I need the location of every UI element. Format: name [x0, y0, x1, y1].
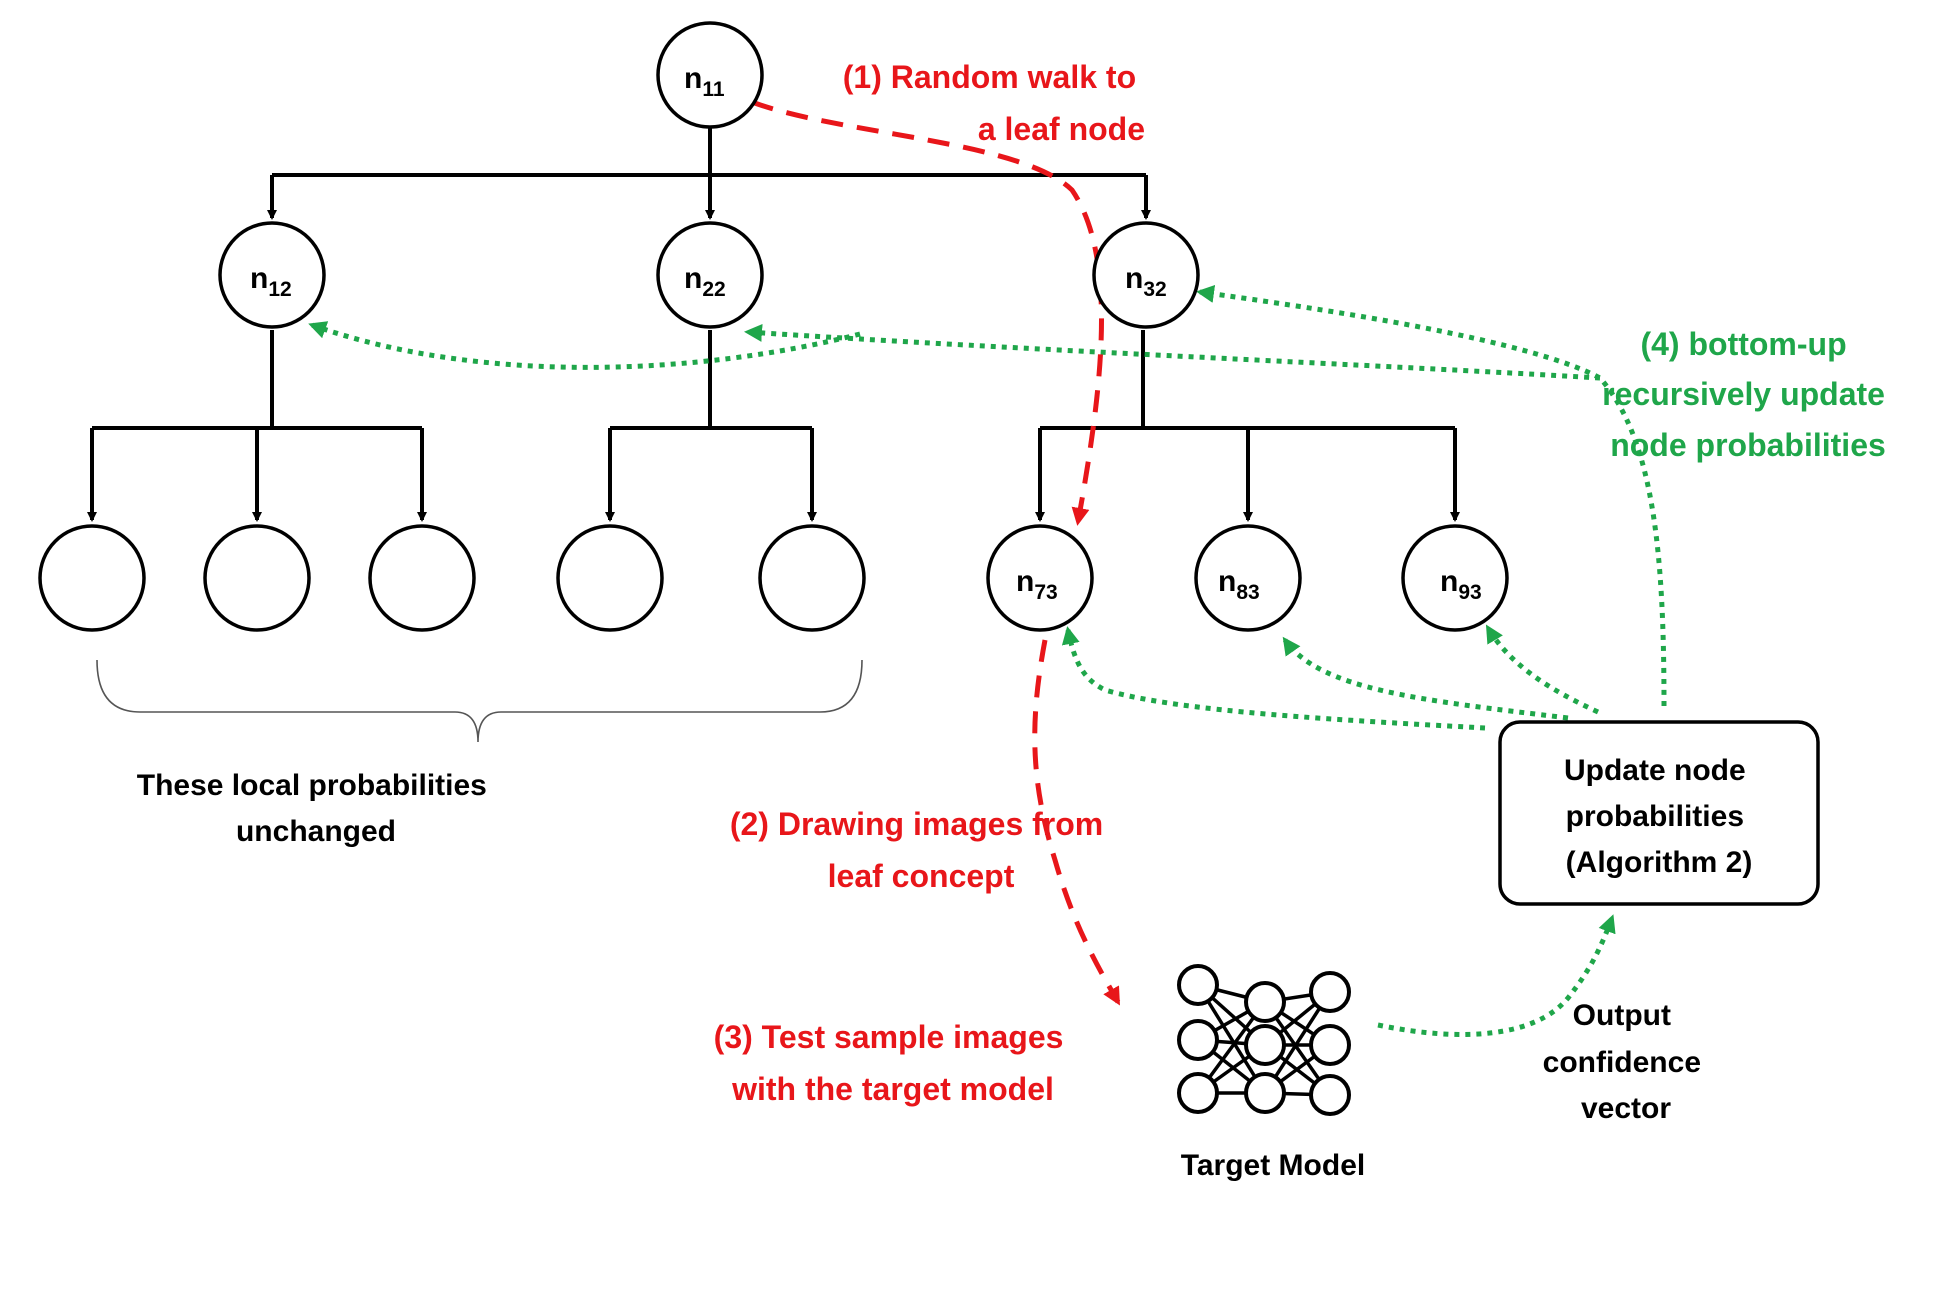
node-n73 — [986, 524, 1094, 632]
tree-nodes: n11 n12 n22 n32 n73 n83 n93 — [38, 21, 1509, 632]
green-arrow-model-to-box — [1377, 914, 1616, 1037]
unchanged-brace — [96, 659, 863, 743]
bottom-up-update-paths — [308, 285, 1667, 1037]
tree-edges — [87, 127, 1460, 522]
node-label-n83: n83 — [1218, 565, 1260, 604]
red-arrow-n11-to-n73 — [751, 99, 1104, 526]
green-arrow-to-n12 — [308, 321, 861, 370]
green-arrow-to-n32 — [1196, 285, 1667, 707]
update-box-label: Update node probabilities (Algorithm 2) — [1564, 754, 1754, 879]
node-n32 — [1092, 221, 1200, 329]
step3-label: (3) Test sample images with the target m… — [714, 1019, 1073, 1107]
step4-label: (4) bottom-up recursively update node pr… — [1602, 326, 1894, 463]
step1-label: (1) Random walk to a leaf node — [843, 59, 1145, 147]
unchanged-label: These local probabilities unchanged — [137, 769, 495, 848]
leaf-node-5 — [758, 524, 866, 632]
leaf-node-3 — [368, 524, 476, 632]
neural-network-icon — [1177, 964, 1351, 1116]
node-label-n22: n22 — [684, 262, 726, 301]
red-arrow-n73-to-model — [1032, 639, 1121, 1006]
update-probabilities-box — [1498, 720, 1820, 906]
node-n12 — [218, 221, 326, 329]
leaf-node-4 — [556, 524, 664, 632]
node-label-n73: n73 — [1016, 565, 1058, 604]
node-label-n93: n93 — [1440, 565, 1482, 604]
leaf-node-1 — [38, 524, 146, 632]
node-n83 — [1194, 524, 1302, 632]
node-n22 — [656, 221, 764, 329]
green-arrow-box-to-n83 — [1282, 636, 1569, 721]
node-label-n12: n12 — [250, 262, 292, 301]
random-walk-paths — [751, 99, 1121, 1006]
node-label-n11: n11 — [684, 62, 725, 101]
leaf-node-2 — [203, 524, 311, 632]
green-arrow-to-n22 — [744, 323, 1601, 381]
node-label-n32: n32 — [1125, 262, 1167, 301]
target-model-label: Target Model — [1181, 1149, 1365, 1182]
green-arrow-box-to-n93 — [1485, 624, 1600, 715]
green-arrow-box-to-n73 — [1061, 626, 1486, 731]
output-confidence-label: Output confidence vector — [1543, 999, 1710, 1125]
step2-label: (2) Drawing images from leaf concept — [730, 806, 1112, 894]
node-n93 — [1401, 524, 1509, 632]
node-n11 — [656, 21, 764, 129]
